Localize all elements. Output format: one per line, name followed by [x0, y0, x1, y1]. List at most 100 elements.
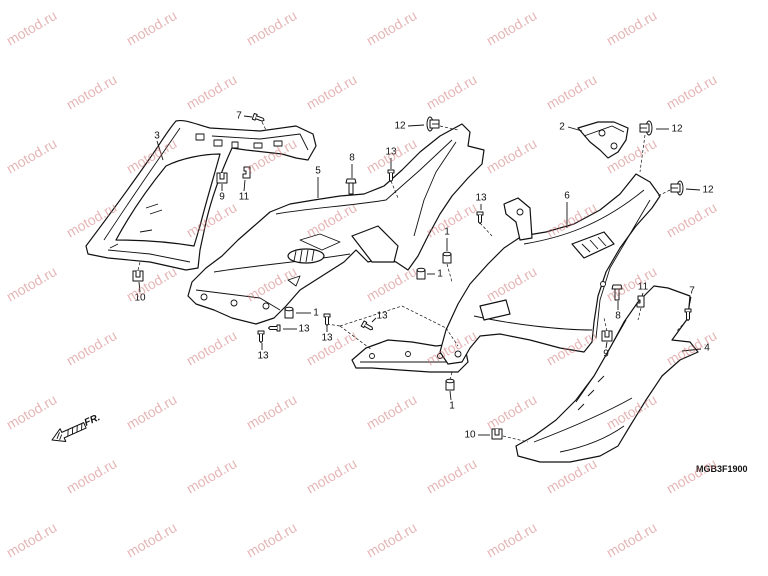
front-direction-arrow — [51, 422, 87, 443]
nut-1-middle — [416, 267, 426, 280]
alignment-line — [502, 435, 529, 443]
watermark-text: motod.ru — [4, 7, 60, 48]
callout-label: 13 — [475, 193, 487, 204]
lower-tray-hole — [369, 353, 375, 359]
alignment-line — [637, 307, 642, 321]
part-3-bottom-rib — [107, 249, 191, 263]
part-6-bracket — [503, 197, 533, 241]
lower-tray-hole — [405, 351, 411, 357]
part-5-arm-rib — [413, 141, 457, 237]
callout-label: 10 — [134, 293, 146, 304]
alignment-line — [326, 323, 341, 327]
part-6-vent-slats — [581, 236, 607, 253]
part-3-tab — [195, 133, 283, 149]
part-4-lower-panel — [515, 285, 699, 463]
watermark-text: motod.ru — [364, 7, 420, 48]
callout-label: 8 — [615, 311, 621, 322]
watermark-text: motod.ru — [664, 455, 720, 496]
callout-label: 11 — [239, 192, 250, 203]
part-4-band — [533, 397, 633, 443]
watermark-text: motod.ru — [424, 71, 480, 112]
screw-13-left — [268, 324, 281, 332]
part-2-hole — [610, 142, 618, 150]
part-5-lower-band — [213, 253, 351, 273]
part-2-hole — [598, 129, 606, 137]
part-2-bracket — [577, 121, 629, 159]
watermark-text: motod.ru — [244, 519, 300, 560]
watermark-text: motod.ru — [604, 519, 660, 560]
part-5-diamond — [299, 233, 341, 251]
watermark-text: motod.ru — [184, 455, 240, 496]
leader-line — [243, 115, 253, 118]
watermark-text: motod.ru — [484, 7, 540, 48]
alignment-line — [446, 263, 453, 283]
part-5-arrow-mark — [287, 275, 301, 287]
callout-label: 1 — [437, 269, 443, 280]
alignment-line — [445, 327, 459, 347]
callout-label: 3 — [154, 131, 160, 142]
watermark-text: motod.ru — [64, 327, 120, 368]
screw-13-right — [476, 211, 484, 224]
watermark-text: motod.ru — [184, 71, 240, 112]
leader-line — [407, 124, 425, 127]
watermark-text: motod.ru — [124, 391, 180, 432]
push-clip-12-top-right — [639, 120, 653, 136]
watermark-text: motod.ru — [124, 7, 180, 48]
leader-line — [371, 317, 377, 323]
part-4-band — [559, 425, 625, 453]
part-2-rib — [583, 125, 625, 137]
part-2-outline — [577, 121, 629, 159]
callout-label: 4 — [704, 343, 710, 354]
alignment-line — [339, 305, 447, 329]
callout-label: 9 — [219, 192, 225, 203]
alignment-line — [479, 222, 493, 237]
alignment-line — [339, 325, 373, 351]
watermark-text: motod.ru — [484, 135, 540, 176]
screw-13-tray — [360, 320, 375, 333]
callout-label: 1 — [449, 401, 455, 412]
screw-7-upper — [251, 112, 266, 124]
callout-label: 12 — [671, 124, 683, 135]
bolt-8-center — [345, 178, 357, 195]
figure-code: MGB3F1900 — [696, 464, 748, 474]
watermark-text: motod.ru — [184, 327, 240, 368]
part-5-tab-rib — [195, 289, 281, 311]
watermark-text: motod.ru — [364, 391, 420, 432]
leader-lines — [138, 115, 702, 436]
watermark-text: motod.ru — [664, 199, 720, 240]
watermark-text: motod.ru — [4, 263, 60, 304]
watermark-text: motod.ru — [4, 135, 60, 176]
arrow-hatch — [56, 423, 83, 441]
part-6-top-rib — [523, 189, 645, 245]
clip-10-bottom — [491, 428, 503, 440]
watermark-text: motod.ru — [424, 455, 480, 496]
watermark-text: motod.ru — [4, 391, 60, 432]
callout-label: 10 — [464, 430, 476, 441]
leader-line — [449, 390, 452, 401]
clip-11-upper — [242, 166, 251, 179]
part-5-hole — [200, 293, 208, 301]
part-3-flange-rib — [211, 133, 309, 151]
callout-label: 11 — [638, 282, 649, 293]
callout-label: 12 — [702, 185, 714, 196]
part-3-inner-panel — [85, 119, 317, 271]
leader-line — [605, 341, 608, 349]
leader-line — [685, 188, 701, 191]
alignment-line — [603, 317, 608, 332]
callout-labels: 7 3 9 11 10 12 13 8 5 2 12 6 12 13 1 1 1… — [134, 111, 714, 441]
watermark-text: motod.ru — [124, 519, 180, 560]
callout-label: 7 — [689, 286, 695, 297]
screw-13-lower-left — [257, 330, 265, 343]
part-5-outline — [187, 123, 485, 325]
part-6-hole — [454, 350, 462, 358]
part-4-slits — [577, 375, 605, 411]
part-5-window — [351, 225, 399, 263]
nut-1-upper — [442, 251, 452, 264]
nut-1-bottom — [445, 378, 455, 391]
part-3-opening — [115, 153, 221, 247]
callout-label: 7 — [236, 111, 242, 122]
callout-label: 13 — [298, 324, 310, 335]
callout-label: 2 — [559, 122, 565, 133]
